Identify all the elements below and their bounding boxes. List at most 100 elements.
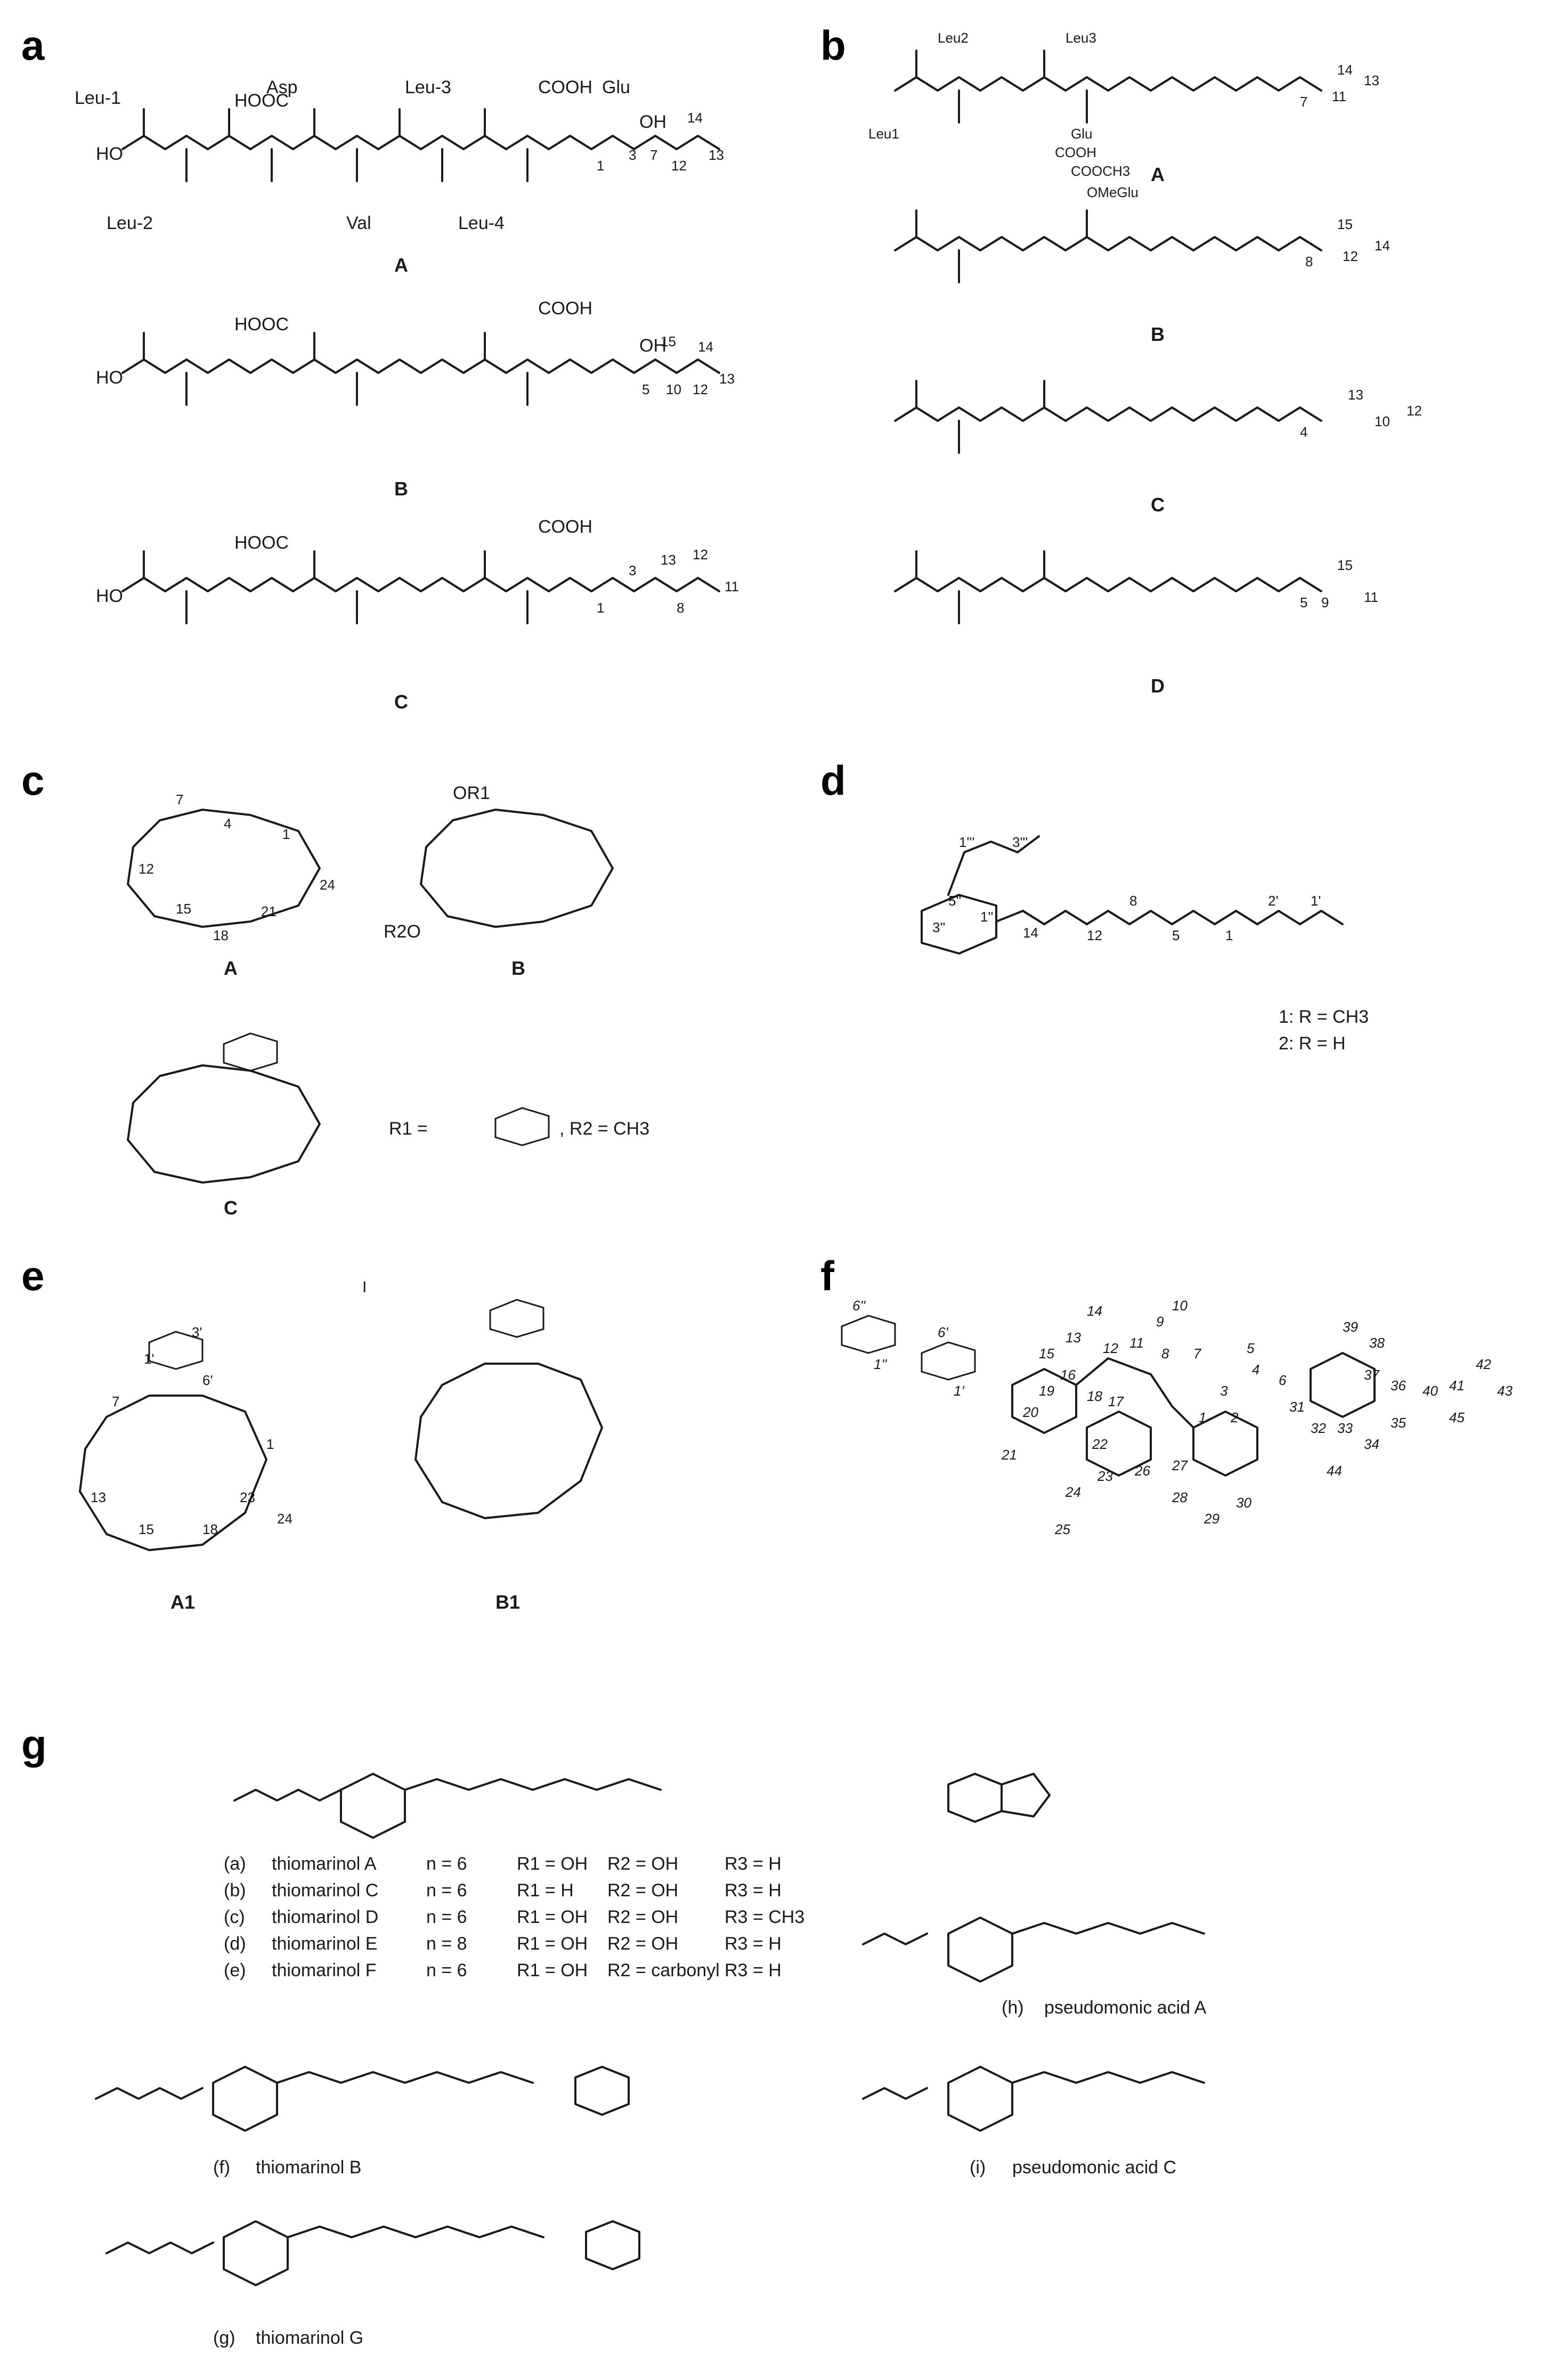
panel-b-structures: Leu2 Leu3 Leu1 Glu COOH 14 11 13 7 A COO…: [868, 30, 1422, 697]
c-locant-24: 24: [320, 877, 335, 893]
peptide-b-c-structure: [894, 380, 1322, 454]
d-locant-1pp: 1'': [980, 909, 993, 925]
panel-d: d 1''' 3''' 5'' 3'' 1'' 14 12 8 5 1 2' 1…: [788, 746, 1534, 1225]
f-locant-24: 24: [1065, 1484, 1081, 1500]
e-locant-23: 23: [240, 1489, 255, 1505]
compound-i-name: pseudomonic acid C: [1012, 2157, 1176, 2178]
thiomarinol-b-structure: [95, 2066, 630, 2132]
row-a-r1: R1 = OH: [517, 1854, 588, 1874]
f-locant-4: 4: [1252, 1362, 1259, 1378]
d-locant-14: 14: [1023, 925, 1038, 941]
c-compound-c: C: [224, 1197, 238, 1219]
b-locant-12-c: 12: [1406, 403, 1422, 419]
b-glu-a: Glu: [1071, 126, 1092, 142]
f-locant-30: 30: [1236, 1495, 1251, 1511]
glycolipid-structure: [921, 835, 1344, 955]
locant-b-10: 10: [666, 381, 681, 397]
f-locant-34: 34: [1364, 1436, 1379, 1452]
b-locant-13-c: 13: [1348, 387, 1363, 403]
f-locant-9: 9: [1156, 1314, 1164, 1330]
row-c-name: thiomarinol D: [272, 1907, 378, 1927]
f-locant-15: 15: [1039, 1346, 1054, 1362]
panel-letter-g: g: [21, 1721, 47, 1768]
f-locant-40: 40: [1422, 1383, 1438, 1399]
f-locant-13: 13: [1066, 1330, 1081, 1346]
residue-leu-3: Leu-3: [405, 77, 451, 97]
row-d-n: n = 8: [426, 1934, 467, 1954]
row-d-key: (d): [224, 1934, 246, 1954]
macrolide-c-b-structure: [420, 809, 614, 928]
label-cooh-b: COOH: [538, 298, 592, 319]
thiomarinol-g-structure: [105, 2220, 640, 2286]
f-locant-27: 27: [1172, 1457, 1188, 1473]
f-locant-6p: 6': [938, 1324, 948, 1340]
c-locant-4: 4: [224, 816, 231, 832]
panel-c-structures: 7 4 1 12 15 18 21 24 OR1 R2O A B C R1 = …: [127, 783, 649, 1219]
f-locant-20: 20: [1022, 1404, 1038, 1420]
b-locant-13-a: 13: [1364, 72, 1379, 88]
locant-13: 13: [709, 147, 724, 163]
row-d-r2: R2 = OH: [607, 1934, 678, 1954]
locant-3: 3: [629, 147, 636, 163]
residue-glu: Glu: [602, 77, 630, 97]
row-e-n: n = 6: [426, 1960, 467, 1980]
f-locant-45: 45: [1449, 1409, 1465, 1425]
c-r2-definition: , R2 = CH3: [559, 1119, 649, 1139]
row-e-r3: R3 = H: [725, 1960, 782, 1980]
macrolide-e-b1-structure: [414, 1299, 603, 1519]
panel-e: e I 3' 1' 6' 7 1 13 15 18 23 24 A1 B1: [0, 1236, 757, 1705]
b-locant-10-c: 10: [1375, 413, 1390, 429]
b-locant-11-d: 11: [1364, 589, 1378, 605]
row-e-key: (e): [224, 1960, 246, 1980]
peptide-c-structure: [121, 550, 720, 624]
f-locant-5: 5: [1247, 1340, 1255, 1356]
f-locant-31: 31: [1289, 1399, 1305, 1415]
locant-b-15: 15: [661, 333, 676, 349]
label-cooh: COOH: [538, 77, 592, 97]
f-locant-14: 14: [1087, 1303, 1102, 1319]
f-locant-6pp: 6'': [852, 1298, 866, 1314]
c-locant-7: 7: [176, 792, 183, 808]
panel-g: g: [0, 1715, 1561, 2376]
e-compound-b1: B1: [495, 1591, 520, 1613]
locant-c-8: 8: [677, 600, 684, 616]
glucose-r1-structure: [494, 1107, 550, 1146]
e-locant-15: 15: [139, 1521, 154, 1537]
d-locant-5: 5: [1172, 927, 1180, 943]
locant-c-11: 11: [725, 578, 739, 594]
b-compound-d: D: [1151, 675, 1165, 697]
peptide-b-structure: [121, 332, 720, 406]
c-locant-15: 15: [176, 901, 191, 917]
thiomarinol-core-structure: [233, 1773, 1051, 1839]
residue-leu-4: Leu-4: [458, 213, 505, 233]
c-label-r2o: R2O: [384, 922, 421, 942]
e-stray-mark: I: [362, 1278, 367, 1296]
residue-val: Val: [346, 213, 371, 233]
macrolide-c-c-structure: [127, 1032, 321, 1184]
label-hooc-c: HOOC: [234, 533, 289, 553]
f-locant-18: 18: [1087, 1388, 1102, 1404]
f-locant-44: 44: [1327, 1463, 1342, 1479]
d-locant-3pp: 3'': [932, 919, 945, 935]
b-compound-c: C: [1151, 494, 1165, 516]
compound-label-a: A: [394, 254, 408, 276]
locant-7: 7: [650, 147, 657, 163]
panel-c: c 7 4 1 12 15 18 21 24 OR1 R2O A B C R1 …: [0, 746, 757, 1225]
f-locant-7: 7: [1193, 1346, 1202, 1362]
b-locant-14-a: 14: [1337, 62, 1353, 78]
d-locant-5pp: 5'': [948, 893, 961, 909]
compound-f-name: thiomarinol B: [256, 2157, 361, 2178]
f-locant-12: 12: [1103, 1340, 1118, 1356]
d-locant-3ppp: 3''': [1012, 834, 1028, 850]
c-locant-18: 18: [213, 927, 229, 943]
row-d-r1: R1 = OH: [517, 1934, 588, 1954]
panel-letter-c: c: [21, 757, 45, 804]
macrolide-e-a1-structure: [79, 1331, 267, 1551]
f-locant-25: 25: [1054, 1521, 1070, 1537]
locant-12: 12: [671, 158, 687, 174]
row-e-name: thiomarinol F: [272, 1960, 377, 1980]
f-locant-19: 19: [1039, 1383, 1054, 1399]
label-oh: OH: [639, 112, 666, 132]
f-locant-10: 10: [1172, 1298, 1188, 1314]
row-a-r2: R2 = OH: [607, 1854, 678, 1874]
